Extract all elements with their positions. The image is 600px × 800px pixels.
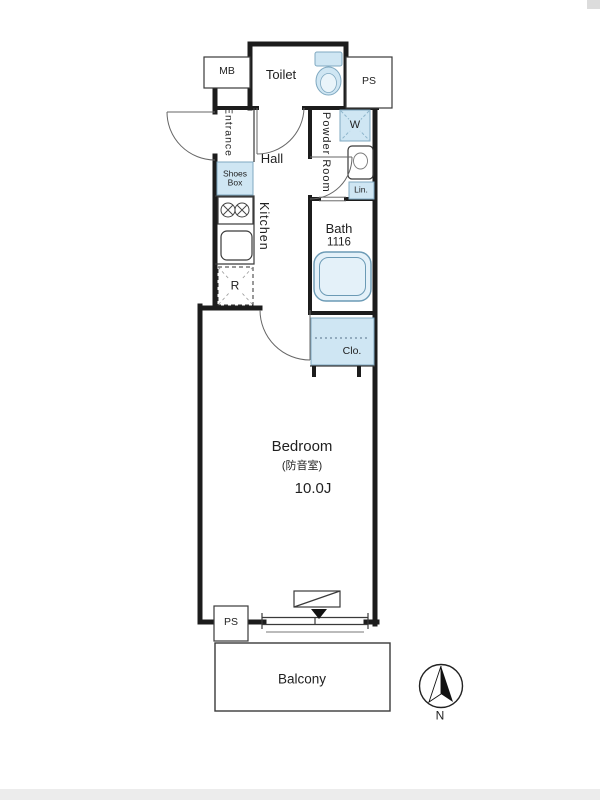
mb-box xyxy=(203,56,251,89)
balcony-label: Balcony xyxy=(277,671,327,687)
entrance-label: Entrance xyxy=(222,107,235,158)
shoes-box-label: Shoes Box xyxy=(222,168,248,188)
shutter-box xyxy=(293,590,341,619)
bedroom-label: Bedroom xyxy=(271,437,333,455)
toilet-fixture xyxy=(314,51,343,96)
bath-label: Bath xyxy=(325,220,353,236)
kitchen-counter xyxy=(215,195,255,265)
compass-icon xyxy=(418,663,464,709)
linen-shelf xyxy=(348,181,375,200)
closet-shelf xyxy=(310,317,375,377)
ps-top-box xyxy=(345,56,393,109)
stove xyxy=(217,196,254,225)
top-right-edge-artifact xyxy=(587,0,600,9)
bath-size-label: 1116 xyxy=(327,236,351,249)
window xyxy=(261,613,369,633)
sink xyxy=(220,230,253,261)
ps-bottom-label: PS xyxy=(223,616,239,629)
linen-label: Lin. xyxy=(354,184,368,195)
bedroom-area-label: 10.0J xyxy=(294,479,332,497)
bedroom-door-arc xyxy=(259,309,311,361)
ps-bottom-box xyxy=(213,605,249,642)
north-label: N xyxy=(435,708,445,723)
closet-label: Clo. xyxy=(342,345,362,358)
refrigerator-label: R xyxy=(228,278,242,293)
walls xyxy=(197,41,380,627)
bathtub xyxy=(313,251,372,302)
powder-room-label: Powder Room xyxy=(320,112,333,193)
toilet-label: Toilet xyxy=(265,66,297,82)
toilet-door-arc xyxy=(256,107,305,155)
balcony-outline xyxy=(214,642,391,712)
washer-label: W xyxy=(348,118,362,132)
kitchen-label: Kitchen xyxy=(256,202,271,251)
ps-top-label: PS xyxy=(361,75,377,88)
washbasin xyxy=(347,145,374,180)
bath-door xyxy=(319,196,346,202)
bottom-edge-strip xyxy=(0,789,600,800)
hall-label: Hall xyxy=(260,150,284,166)
bedroom-note-label: (防音室) xyxy=(281,459,323,472)
powder-door-arc xyxy=(309,156,353,200)
mb-label: MB xyxy=(219,65,235,78)
entrance-door-arc xyxy=(166,111,216,161)
shoes-box xyxy=(216,161,254,196)
